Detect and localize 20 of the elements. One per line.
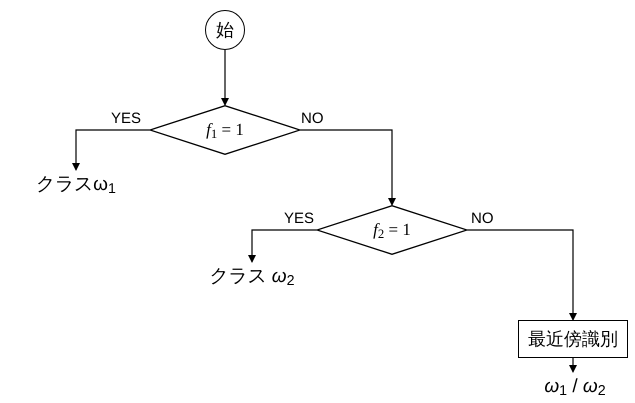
arrow <box>248 229 317 263</box>
edge-label: NO <box>300 111 324 126</box>
arrow <box>221 50 229 106</box>
arrow <box>300 129 396 206</box>
node-label: 最近傍識別 <box>528 328 618 350</box>
class-label: ω$_{1}$ / ω$_{2}$ <box>520 372 630 402</box>
node-label: 始 <box>216 18 234 42</box>
edge-label: YES <box>283 211 316 226</box>
decision-diamond <box>317 205 467 255</box>
node-label: f$_{1}$ = 1 <box>206 119 244 143</box>
edge-label: NO <box>470 211 494 226</box>
process-box <box>518 320 628 358</box>
class-label: クラス ω$_{2}$ <box>182 262 322 292</box>
edge-label: YES <box>110 111 142 126</box>
arrow <box>72 129 150 171</box>
arrow <box>569 358 577 373</box>
node-label: f$_{2}$ = 1 <box>373 219 411 243</box>
arrow <box>467 229 577 321</box>
decision-diamond <box>150 105 300 155</box>
class-label: クラスω$_{1}$ <box>6 170 146 200</box>
